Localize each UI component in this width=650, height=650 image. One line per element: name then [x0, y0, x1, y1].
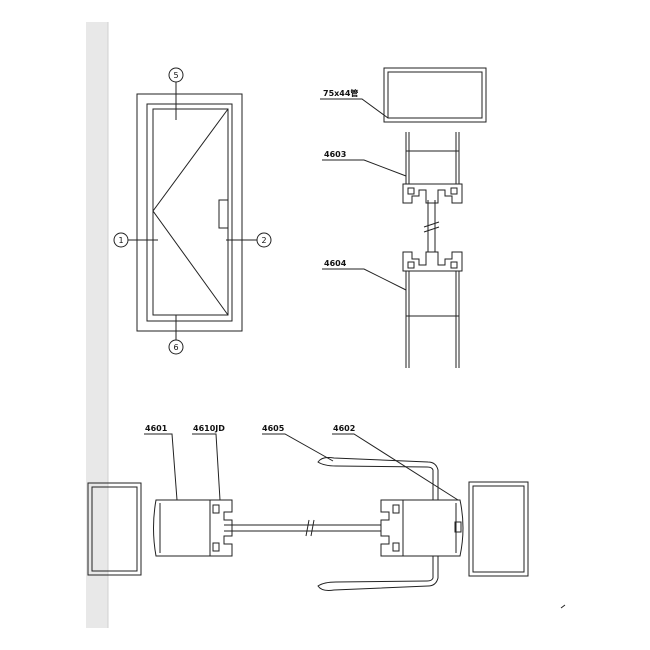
- leader-4602: [332, 433, 459, 501]
- profile-4602-slot-bottom: [392, 542, 400, 552]
- profile-4604-leader: [322, 268, 407, 291]
- profile-4602-jamb: [380, 499, 404, 557]
- door-swing-lines: [152, 108, 229, 316]
- profile-4602-notch: [454, 521, 462, 533]
- marker-1-label: 1: [118, 236, 123, 245]
- marker-6-circle: [168, 339, 184, 355]
- leader-4610jd: [192, 433, 221, 501]
- profile-4602-slot-top: [392, 504, 400, 514]
- vertical-section: [320, 67, 487, 368]
- glass-break-right: [310, 519, 315, 537]
- marker-1-circle: [113, 232, 129, 248]
- stray-mark: [560, 604, 566, 609]
- door-handle: [218, 199, 229, 229]
- label-4604: 4604: [324, 259, 347, 268]
- marker-6-label: 6: [173, 343, 178, 352]
- profile-4610jd-slot-top: [212, 504, 220, 514]
- profile-4604-chamber: [402, 251, 463, 272]
- left-wall-outer: [87, 482, 142, 576]
- label-4603: 4603: [324, 150, 346, 159]
- door-glass: [152, 108, 229, 316]
- horizontal-section: [87, 433, 529, 591]
- profile-4602: [402, 499, 464, 557]
- profile-4610jd: [209, 499, 233, 557]
- label-4602: 4602: [333, 424, 355, 433]
- profile-4603-chamber: [402, 183, 463, 204]
- right-wall-outer: [468, 481, 529, 577]
- handle-4605-bottom: [317, 555, 439, 591]
- door-outer-frame: [136, 93, 243, 332]
- glass-break-left: [305, 519, 310, 537]
- marker-2-label: 2: [261, 236, 266, 245]
- marker-5-label: 5: [173, 71, 178, 80]
- page-edge-shadow: [86, 22, 108, 628]
- handle-4605-top: [317, 457, 439, 501]
- profile-4603-slot-right: [450, 187, 458, 195]
- tube-leader: [320, 98, 389, 119]
- marker-2-circle: [256, 232, 272, 248]
- leader-4601: [144, 433, 178, 501]
- profile-4604-slot-right: [450, 261, 458, 269]
- profile-4610jd-slot-bottom: [212, 542, 220, 552]
- glass-break-top: [423, 221, 440, 228]
- door-elevation: [113, 67, 272, 355]
- tube-outer: [383, 67, 487, 123]
- label-4605: 4605: [262, 424, 285, 433]
- right-wall-inner: [472, 485, 525, 573]
- label-tube: 75x44管: [323, 88, 358, 98]
- profile-4603-leader: [322, 159, 407, 177]
- label-4610jd: 4610JD: [193, 424, 225, 433]
- door-inner-frame: [146, 103, 233, 322]
- glass-break-bottom: [423, 226, 440, 233]
- leader-4605: [262, 433, 334, 462]
- label-4601: 4601: [145, 424, 168, 433]
- profile-4604-slot-left: [407, 261, 415, 269]
- profile-4601: [153, 499, 211, 557]
- marker-5-circle: [168, 67, 184, 83]
- profile-4603-slot-left: [407, 187, 415, 195]
- tube-inner: [387, 71, 483, 119]
- left-wall-inner: [91, 486, 138, 572]
